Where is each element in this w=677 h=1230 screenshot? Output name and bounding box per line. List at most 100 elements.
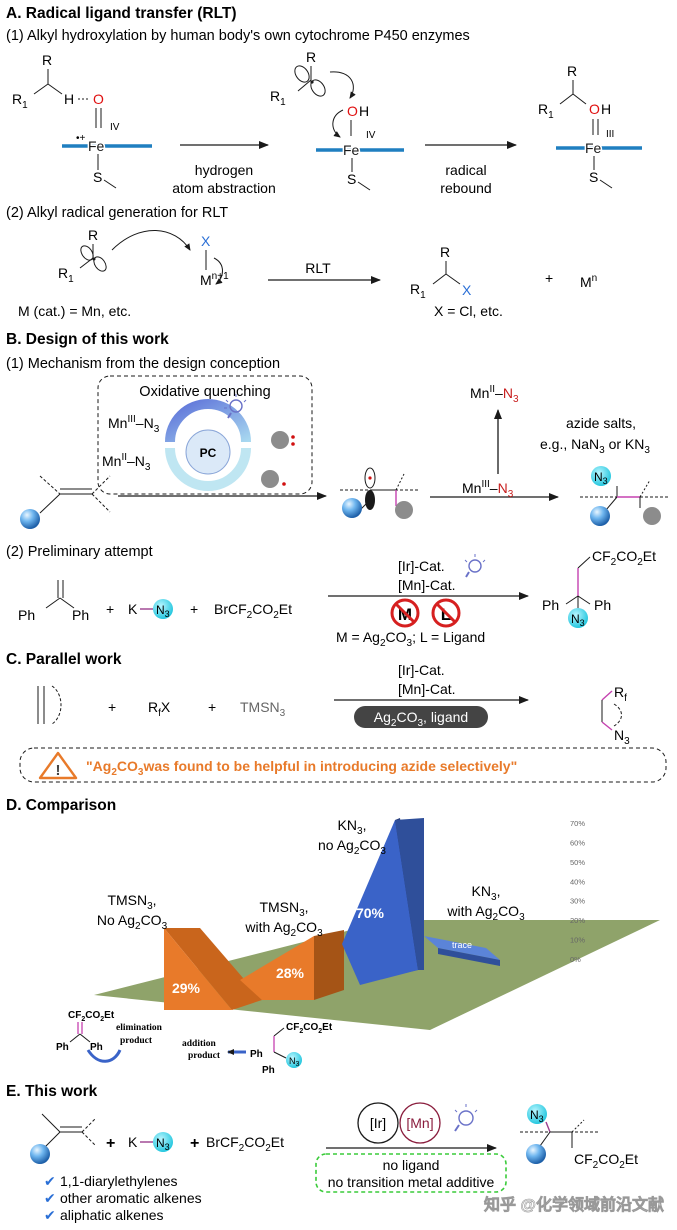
no-tm-additive-text: no transition metal additive bbox=[328, 1174, 495, 1190]
azide-salts-line2: e.g., NaN3 or KN3 bbox=[540, 436, 650, 456]
y-tick-label: 10% bbox=[570, 936, 585, 945]
bar-label-1: 29% bbox=[172, 980, 201, 996]
radical-intermediate bbox=[340, 467, 420, 519]
svg-text:Ph: Ph bbox=[90, 1042, 103, 1053]
alkene-b1 bbox=[20, 475, 111, 529]
cat-label-3a: KN3, bbox=[338, 817, 367, 837]
y-tick-label: 20% bbox=[570, 916, 585, 925]
rf-x: RfX bbox=[148, 699, 171, 719]
svg-text:S: S bbox=[93, 169, 102, 185]
bar-tmsn3-no-ag: 29% bbox=[164, 928, 262, 1010]
cat-label-4a: KN3, bbox=[472, 883, 501, 903]
svg-text:CF2CO2Et: CF2CO2Et bbox=[592, 548, 656, 568]
svg-text:R1: R1 bbox=[12, 91, 28, 111]
elimination-line2: product bbox=[120, 1036, 153, 1046]
rlt-arrow-label: RLT bbox=[305, 260, 331, 276]
tmsn3-reagent: TMSN3 bbox=[240, 699, 286, 719]
svg-text:Ph: Ph bbox=[56, 1042, 69, 1053]
svg-text:S: S bbox=[347, 171, 356, 187]
svg-text:O: O bbox=[347, 103, 358, 119]
svg-text:+: + bbox=[106, 1135, 115, 1152]
pc-label: PC bbox=[200, 446, 217, 460]
alkene-e bbox=[30, 1113, 97, 1164]
svg-text:N3: N3 bbox=[289, 1056, 300, 1068]
svg-text:H: H bbox=[359, 103, 369, 119]
cat-label-2a: TMSN3, bbox=[259, 899, 308, 919]
bar-tmsn3-with-ag: 28% bbox=[240, 930, 344, 1000]
svg-text:Ph: Ph bbox=[18, 607, 35, 623]
potassium-azide-e: K N3 bbox=[128, 1132, 173, 1152]
svg-text:Mn: Mn bbox=[580, 273, 597, 290]
c-cond2: [Mn]-Cat. bbox=[398, 681, 456, 697]
svg-text:MnII–N3: MnII–N3 bbox=[102, 452, 151, 473]
arrow2-line1: radical bbox=[445, 162, 486, 178]
m-cat-note: M (cat.) = Mn, etc. bbox=[18, 303, 131, 319]
svg-text:R1: R1 bbox=[538, 101, 554, 121]
warning-box bbox=[19, 747, 667, 783]
svg-text:MnIII–N3: MnIII–N3 bbox=[108, 414, 160, 435]
y-tick-label: 30% bbox=[570, 897, 585, 906]
cat-label-2b: with Ag2CO3 bbox=[244, 919, 323, 939]
rlt-reactants: R R1 X Mn+1 bbox=[58, 227, 229, 288]
radical-group-1 bbox=[271, 431, 289, 449]
bar-label-3: 70% bbox=[356, 905, 385, 921]
no-additive-box bbox=[315, 1153, 507, 1193]
watermark: 知乎 @化学领域前沿文献 bbox=[484, 1195, 664, 1214]
svg-text:R1: R1 bbox=[270, 88, 286, 108]
check-item-2: other aromatic alkenes bbox=[60, 1190, 202, 1206]
svg-text:CF2CO2Et: CF2CO2Et bbox=[286, 1022, 333, 1035]
svg-text:X: X bbox=[201, 233, 211, 249]
product-b2: CF2CO2Et Ph Ph N3 bbox=[542, 548, 656, 628]
svg-text:S: S bbox=[589, 169, 598, 185]
y-tick-label: 70% bbox=[570, 819, 585, 828]
cat-label-1a: TMSN3, bbox=[107, 892, 156, 912]
svg-text:O: O bbox=[589, 101, 600, 117]
y-tick-label: 50% bbox=[570, 858, 585, 867]
cat-label-3b: no Ag2CO3 bbox=[318, 837, 386, 857]
azide-product-b1: N3 bbox=[580, 466, 670, 526]
elimination-product: CF2CO2Et Ph Ph bbox=[56, 1010, 122, 1063]
svg-text:!: ! bbox=[56, 762, 61, 779]
light-bulb-icon bbox=[464, 554, 486, 578]
elimination-line1: elimination bbox=[116, 1023, 163, 1033]
azide-salts-line1: azide salts, bbox=[566, 415, 636, 431]
svg-text:X: X bbox=[462, 282, 472, 298]
oxidative-quenching-title: Oxidative quenching bbox=[139, 384, 270, 400]
svg-text:III: III bbox=[606, 129, 614, 140]
section-b-sub2: (2) Preliminary attempt bbox=[6, 544, 153, 560]
svg-text:R1: R1 bbox=[58, 265, 74, 285]
scope-checklist: ✔ 1,1-diarylethylenes ✔ other aromatic a… bbox=[44, 1173, 202, 1223]
svg-text:H: H bbox=[601, 101, 611, 117]
section-e-title: E. This work bbox=[6, 1083, 98, 1100]
svg-text:Ph: Ph bbox=[262, 1065, 275, 1076]
bar-kn3-with-ag: trace bbox=[424, 936, 500, 966]
section-c-title: C. Parallel work bbox=[6, 651, 122, 668]
product-c: Rf N3 bbox=[601, 684, 630, 747]
oxidative-quenching-box bbox=[97, 375, 313, 495]
section-a-sub2: (2) Alkyl radical generation for RLT bbox=[6, 205, 228, 221]
svg-text:IV: IV bbox=[366, 130, 376, 141]
cat-label-4b: with Ag2CO3 bbox=[446, 903, 525, 923]
svg-text:R: R bbox=[567, 63, 577, 79]
bar-kn3-no-ag: 70% bbox=[342, 818, 424, 985]
svg-text:Ph: Ph bbox=[250, 1049, 263, 1060]
addition-product: CF2CO2Et Ph Ph N3 bbox=[250, 1022, 333, 1076]
svg-text:R1: R1 bbox=[410, 281, 426, 301]
svg-text:Ph: Ph bbox=[72, 607, 89, 623]
light-bulb-icon bbox=[454, 1104, 478, 1132]
arrow1-line2: atom abstraction bbox=[172, 180, 276, 196]
svg-text:Mn+1: Mn+1 bbox=[200, 271, 229, 288]
warning-text: "Ag2CO3was found to be helpful in introd… bbox=[86, 758, 517, 778]
arrow2-line2: rebound bbox=[440, 180, 491, 196]
bromodifluoroacetate-e: BrCF2CO2Et bbox=[206, 1134, 284, 1154]
mn-label: [Mn] bbox=[406, 1115, 433, 1131]
svg-text:IV: IV bbox=[110, 122, 120, 133]
arrow1-line1: hydrogen bbox=[195, 162, 253, 178]
section-a-sub1: (1) Alkyl hydroxylation by human body's … bbox=[6, 28, 470, 44]
b2-cond1: [Ir]-Cat. bbox=[398, 558, 445, 574]
bar-label-4: trace bbox=[452, 940, 472, 950]
check-item-1: 1,1-diarylethylenes bbox=[60, 1173, 178, 1189]
svg-text:K: K bbox=[128, 1134, 138, 1150]
conditions-pill bbox=[354, 706, 488, 728]
cat-label-1b: No Ag2CO3 bbox=[97, 912, 168, 932]
